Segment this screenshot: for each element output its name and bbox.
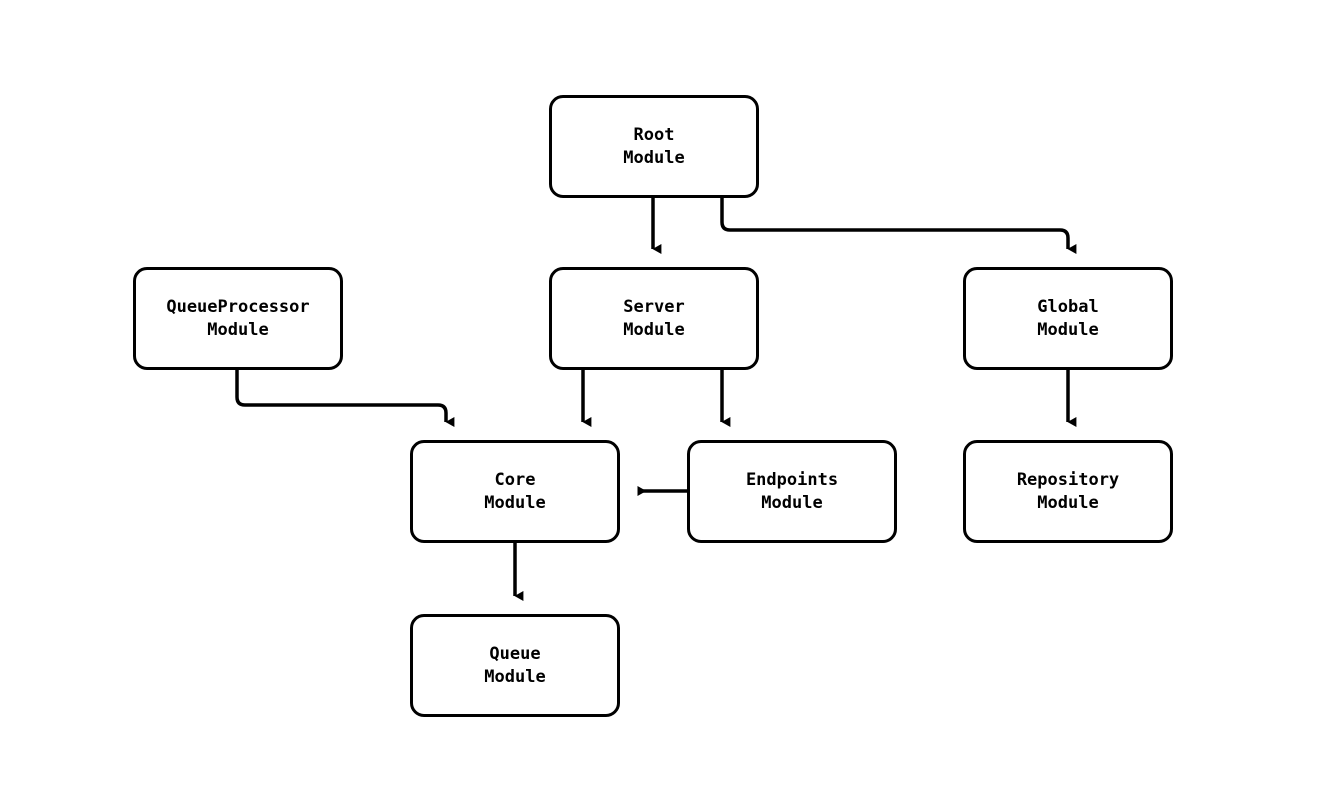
node-repository-line1: Repository <box>1016 469 1120 490</box>
node-root[interactable]: Root Module <box>549 95 759 198</box>
node-server-line2: Module <box>623 319 685 340</box>
node-global-line2: Module <box>1037 319 1099 340</box>
node-core[interactable]: Core Module <box>410 440 620 543</box>
node-queueprocessor-line1: QueueProcessor <box>166 296 310 317</box>
edge-queueprocessor-core <box>235 370 455 427</box>
node-server-line1: Server <box>623 296 685 317</box>
node-queue-line1: Queue <box>489 643 541 664</box>
node-queueprocessor[interactable]: QueueProcessor Module <box>133 267 343 370</box>
node-global[interactable]: Global Module <box>963 267 1173 370</box>
node-queue[interactable]: Queue Module <box>410 614 620 717</box>
node-queue-line2: Module <box>484 666 546 687</box>
node-root-line2: Module <box>623 147 685 168</box>
node-core-line1: Core <box>494 469 536 490</box>
node-root-line1: Root <box>633 124 675 145</box>
node-core-line2: Module <box>484 492 546 513</box>
node-repository[interactable]: Repository Module <box>963 440 1173 543</box>
node-server[interactable]: Server Module <box>549 267 759 370</box>
node-endpoints-line2: Module <box>761 492 823 513</box>
node-endpoints[interactable]: Endpoints Module <box>687 440 897 543</box>
node-queueprocessor-line2: Module <box>207 319 269 340</box>
node-repository-line2: Module <box>1037 492 1099 513</box>
node-endpoints-line1: Endpoints <box>745 469 839 490</box>
node-global-line1: Global <box>1037 296 1099 317</box>
edge-root-global <box>720 198 1077 254</box>
